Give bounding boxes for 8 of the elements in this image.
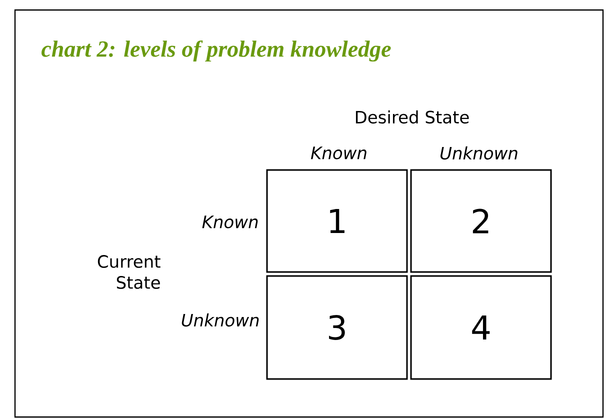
quadrant-box: 4 — [410, 275, 552, 380]
quadrant-box: 3 — [266, 275, 408, 380]
category-label: Known — [202, 216, 258, 228]
title: chart 2: levels of problem knowledge — [42, 40, 391, 62]
quadrant-box: 1 — [266, 169, 408, 273]
quadrant-box: 2 — [410, 169, 552, 273]
axis-label: Desired State — [356, 110, 469, 124]
axis-label: Current State — [98, 255, 160, 289]
